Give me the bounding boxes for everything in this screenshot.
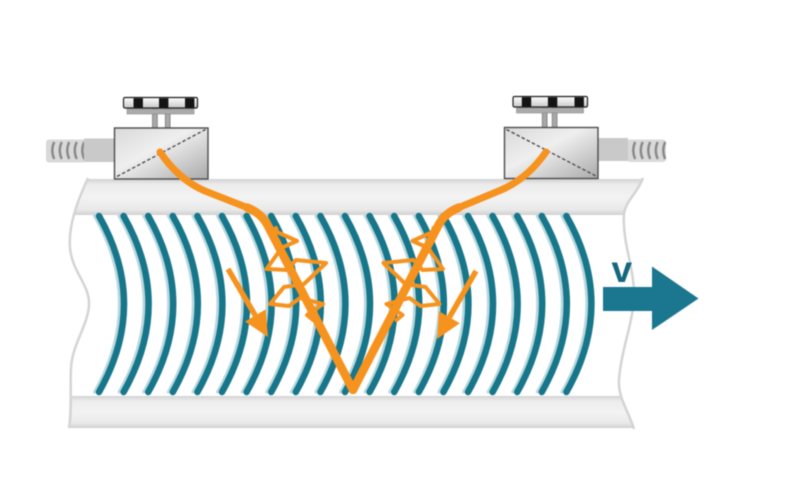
svg-text:v: v [612, 249, 633, 290]
